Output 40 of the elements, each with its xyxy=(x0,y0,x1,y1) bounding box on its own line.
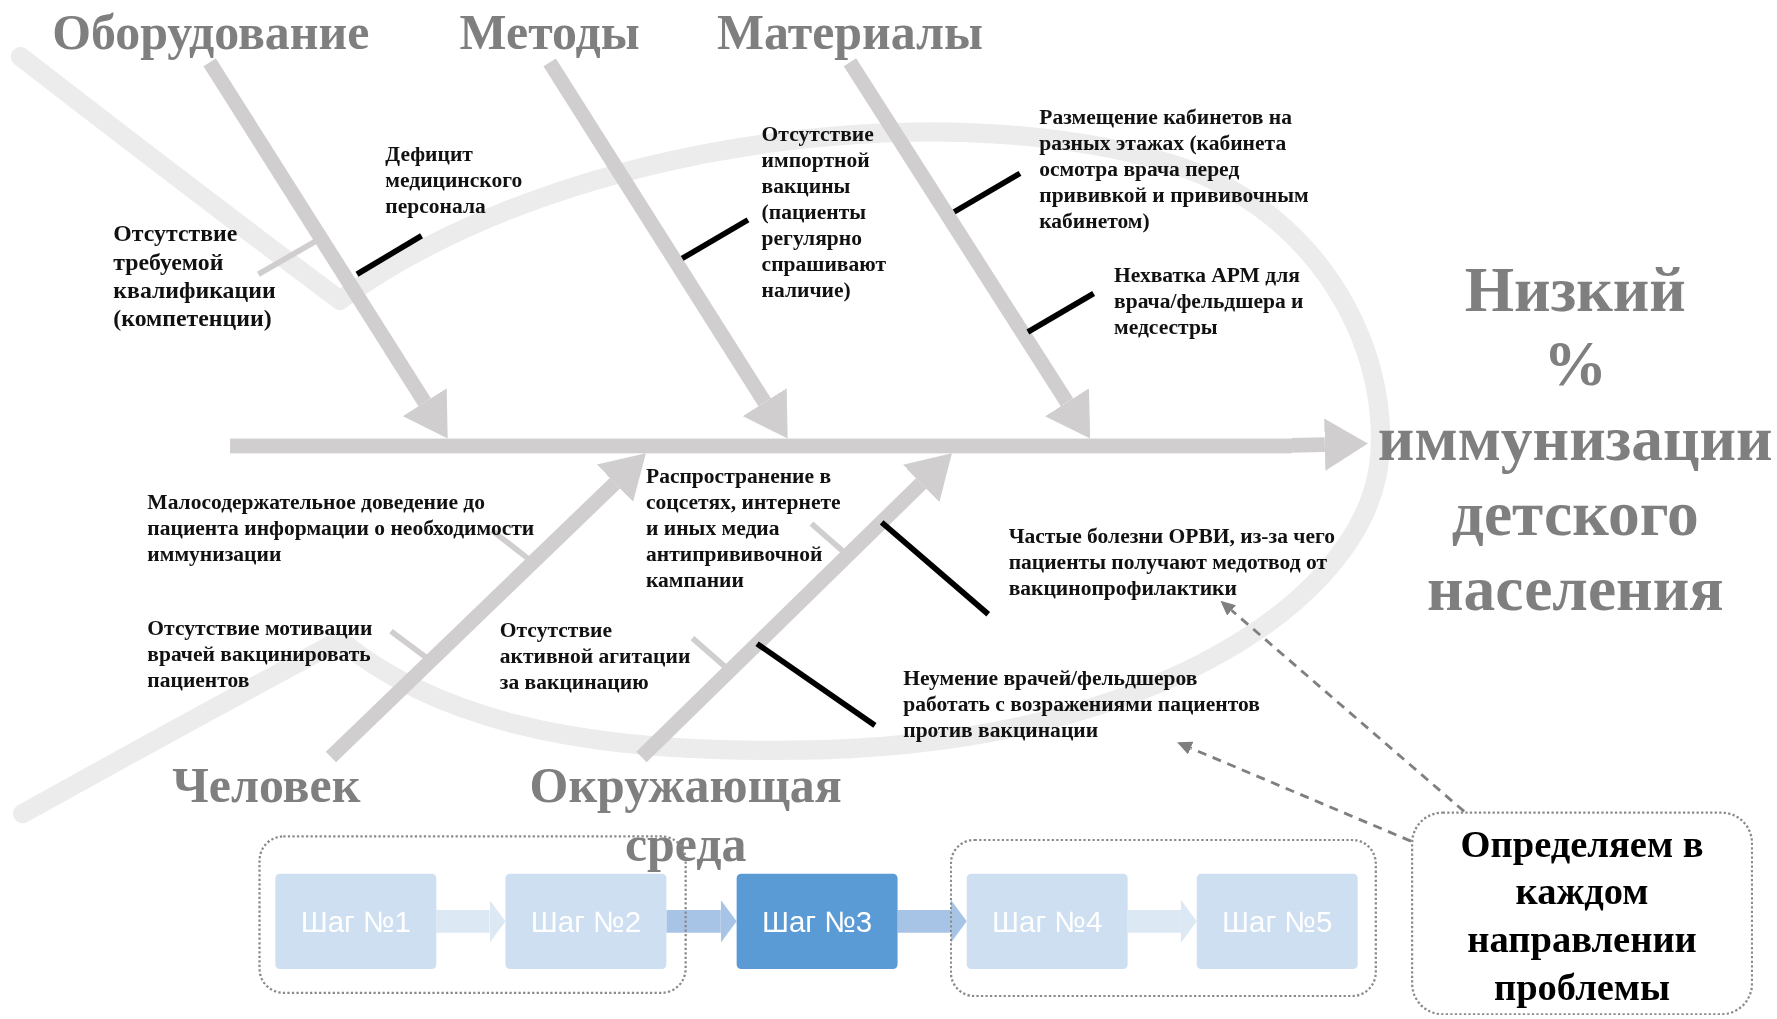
cause-text: Неумение врачей/фельдшеров работать с возражениями пациентов против вакцинации xyxy=(903,664,1266,743)
category-label: Материалы xyxy=(708,3,992,63)
cause-text: Распространение в соцсетях, интернете и иных медиа антипрививочной кампании xyxy=(646,462,848,593)
dashed-arrow xyxy=(1220,600,1466,813)
bone-arrow xyxy=(325,453,646,763)
branch-line xyxy=(680,217,750,261)
category-label: Методы xyxy=(447,3,652,63)
cause-text: Малосодержательное доведение до пациента информации о необходимости иммунизации xyxy=(147,488,539,567)
chevron-arrow xyxy=(436,899,506,943)
branch-line xyxy=(355,233,424,277)
group-frame xyxy=(949,838,1377,998)
bone-arrow xyxy=(843,58,1091,439)
note-box: Определяем в каждом направлении проблемы xyxy=(1410,811,1754,1016)
bone-arrow xyxy=(543,58,788,439)
branch-line xyxy=(256,237,319,277)
cause-text: Отсутствие мотивации врачей вакцинировать пациентов xyxy=(147,614,384,693)
cause-text: Частые болезни ОРВИ, из-за чего пациенты получают медотвод от вакцинопрофилактики xyxy=(1008,522,1342,601)
spine-bar xyxy=(230,438,1292,454)
dashed-arrow xyxy=(1177,741,1412,843)
chevron-arrow xyxy=(897,899,967,943)
cause-text: Дефицит медицинского персонала xyxy=(385,140,558,219)
category-label: Оборудование xyxy=(34,3,388,63)
chevron-arrow xyxy=(666,899,737,943)
branch-line xyxy=(1026,291,1096,335)
branch-line xyxy=(755,641,877,728)
cause-text: Отсутствие импортной вакцины (пациенты регулярно спрашивают наличие) xyxy=(761,120,900,303)
step-box: Шаг №3 xyxy=(736,873,898,969)
branch-line xyxy=(952,170,1022,215)
category-label: Человек xyxy=(164,757,369,816)
spine-arrow xyxy=(1291,418,1368,471)
cause-text: Нехватка АРМ для врача/фельдшера и медсестры xyxy=(1114,261,1316,340)
chevron-arrow xyxy=(1127,899,1197,943)
bone-arrow xyxy=(203,58,448,439)
bone-arrow xyxy=(636,453,952,763)
branch-line xyxy=(879,520,991,617)
cause-text: Отсутствие активной агитации за вакцинацию xyxy=(499,616,699,695)
cause-text: Размещение кабинетов на разных этажах (кабинета осмотра врача перед прививкой и прививочным кабинетом) xyxy=(1039,103,1321,234)
category-label: Окружающая среда xyxy=(527,757,845,875)
effect-text: Низкий % иммунизации детского населения xyxy=(1367,251,1777,626)
cause-text: Отсутствие требуемой квалификации (компетенции) xyxy=(113,219,286,334)
